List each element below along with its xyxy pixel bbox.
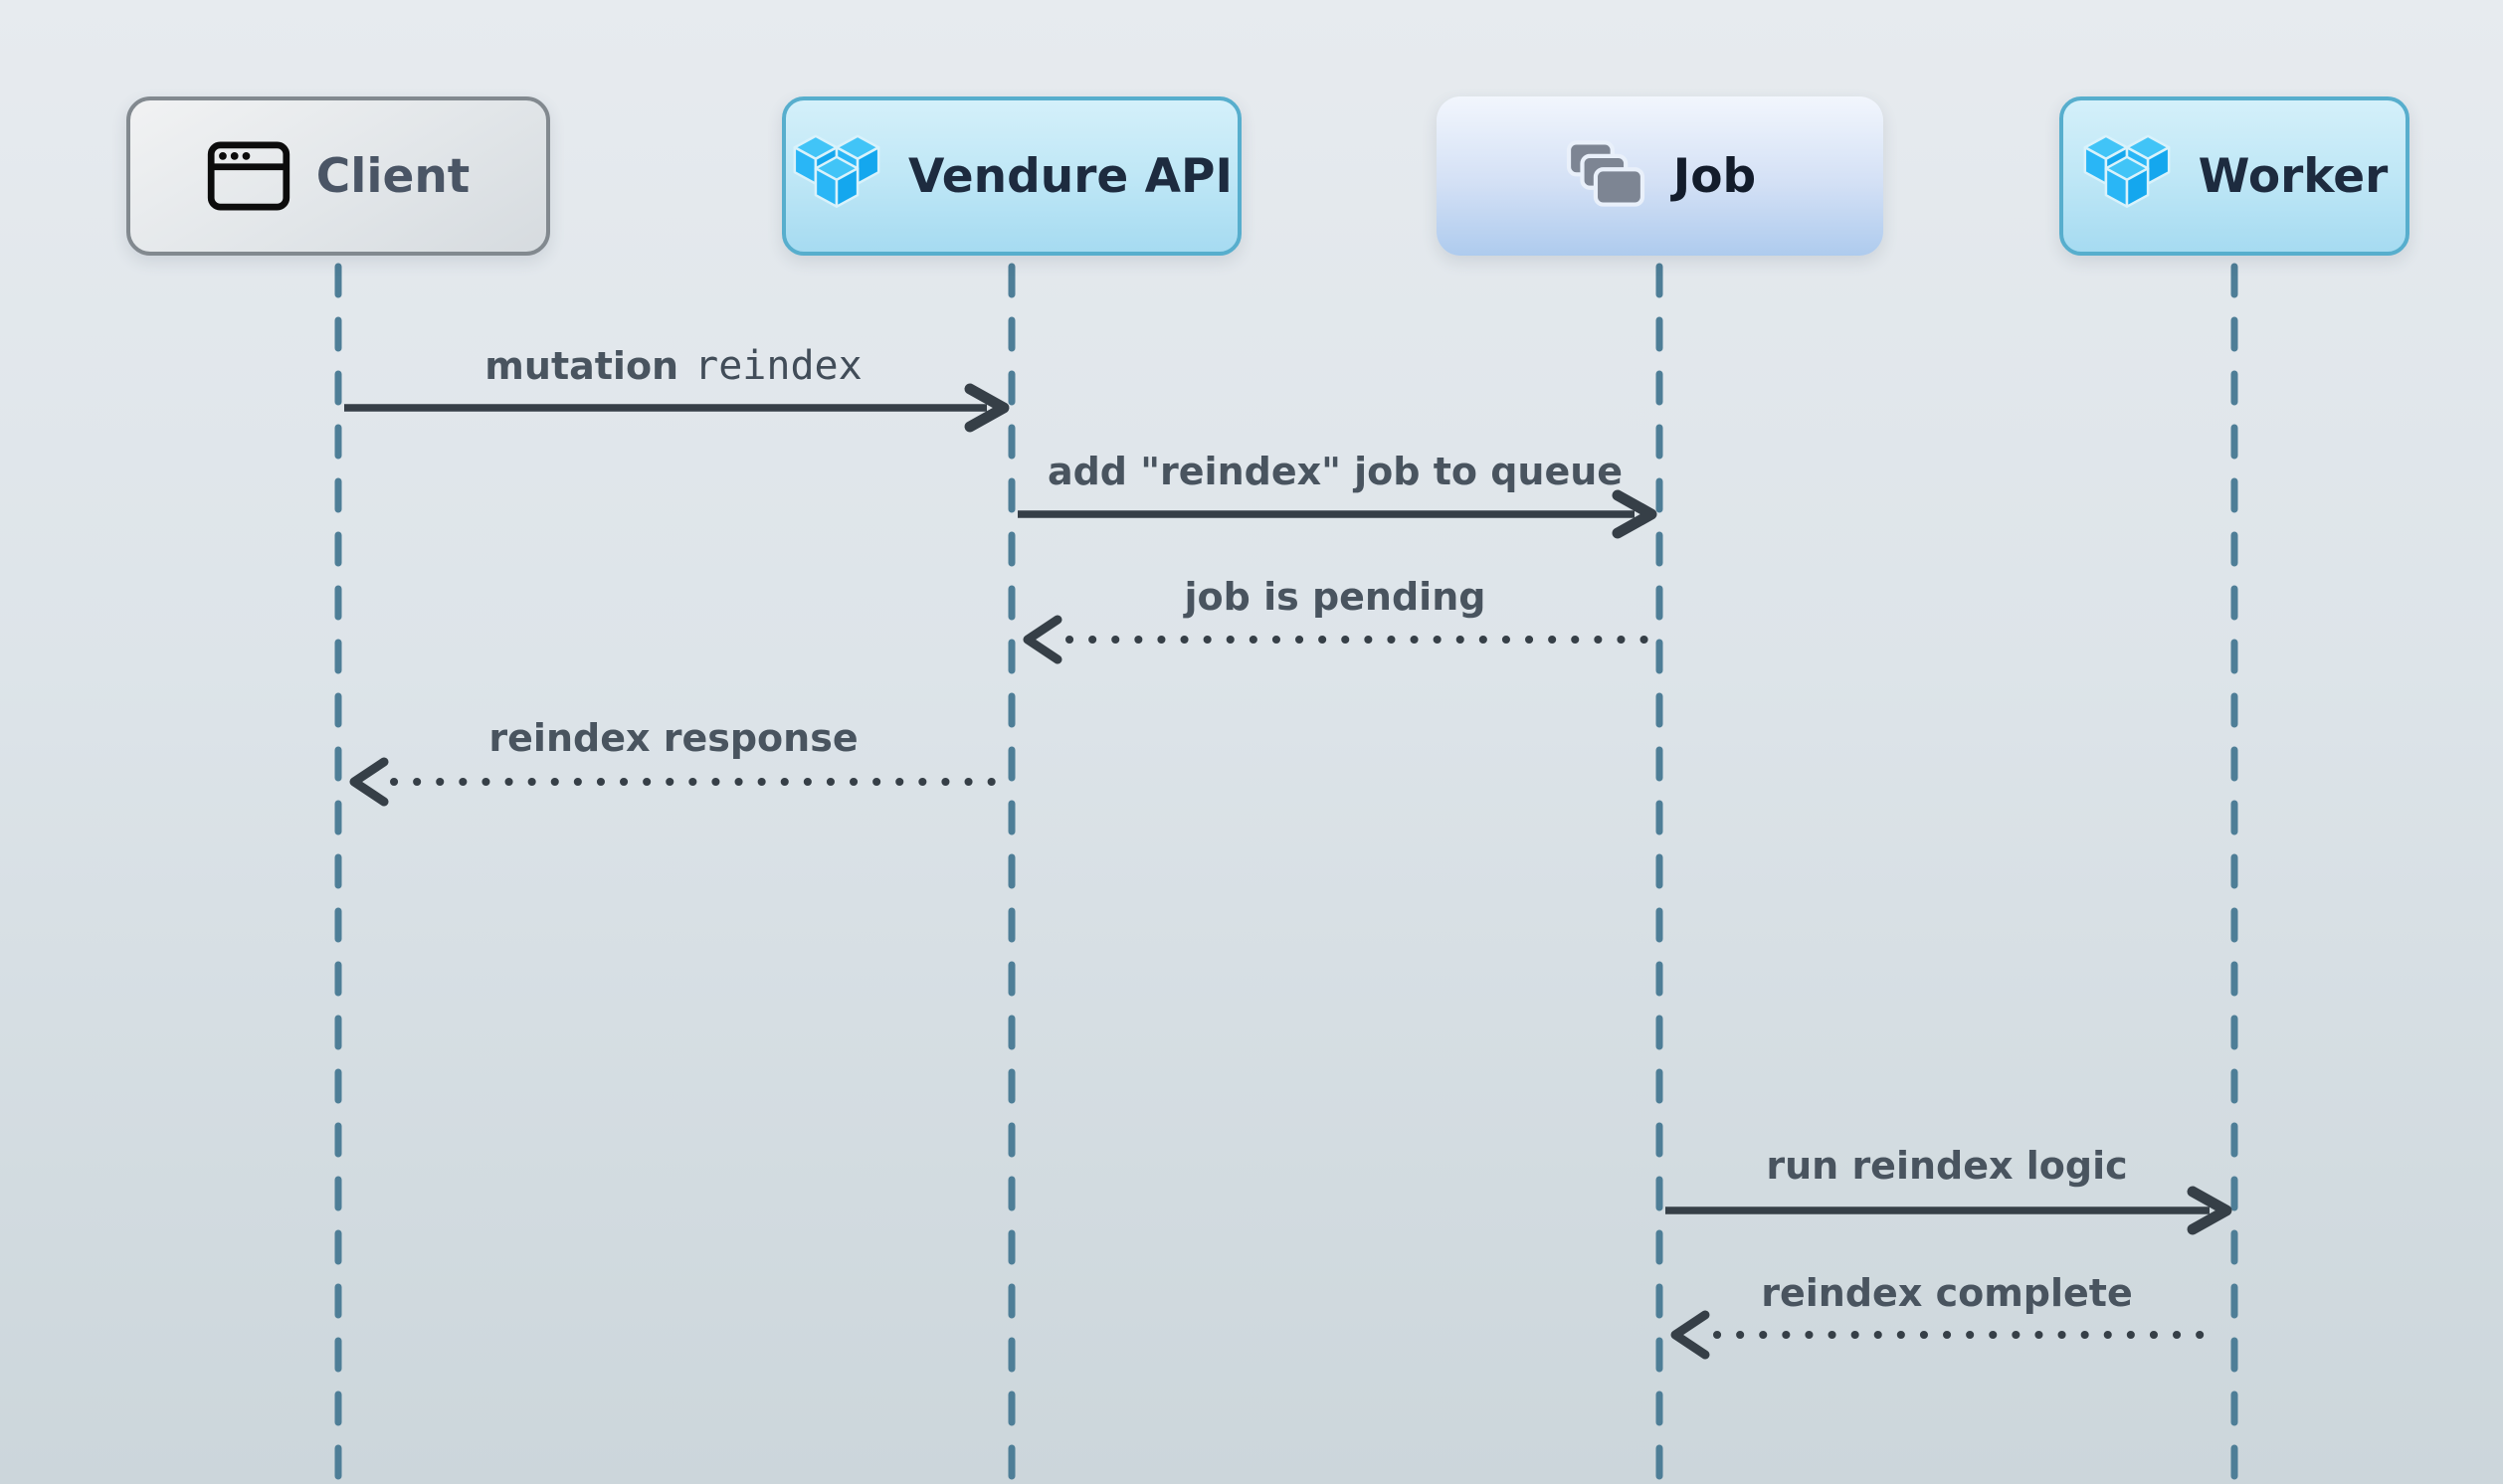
participant-label: Worker bbox=[2198, 148, 2389, 204]
browser-window-icon bbox=[207, 141, 289, 211]
message-text: run reindex logic bbox=[1766, 1144, 2128, 1188]
participant-label: Client bbox=[315, 148, 471, 204]
message-label-run-reindex-logic: run reindex logic bbox=[1766, 1144, 2127, 1190]
arrow-job-is-pending bbox=[1023, 615, 1650, 664]
arrow-mutation-reindex bbox=[344, 383, 1010, 433]
message-text: add "reindex" job to queue bbox=[1047, 450, 1624, 493]
message-label-reindex-complete: reindex complete bbox=[1761, 1271, 2132, 1317]
message-label-job-is-pending: job is pending bbox=[1185, 575, 1486, 621]
participant-label: Vendure API bbox=[908, 148, 1233, 204]
participant-worker: Worker bbox=[2059, 96, 2409, 256]
arrow-reindex-response bbox=[349, 757, 1007, 807]
message-code-text: reindex bbox=[694, 343, 863, 389]
message-label-mutation-reindex: mutation reindex bbox=[484, 342, 862, 390]
vendure-cubes-icon bbox=[793, 134, 880, 208]
participant-job: Job bbox=[1437, 96, 1883, 256]
stacked-cards-icon bbox=[1566, 140, 1644, 207]
participant-vendure-api: Vendure API bbox=[782, 96, 1242, 256]
arrow-add-reindex-job bbox=[1018, 489, 1657, 539]
participant-client: Client bbox=[126, 96, 550, 256]
message-text: reindex response bbox=[488, 716, 859, 760]
message-text: mutation bbox=[484, 344, 679, 388]
message-text: reindex complete bbox=[1761, 1271, 2133, 1315]
message-label-add-reindex-job: add "reindex" job to queue bbox=[1048, 450, 1623, 495]
arrow-run-reindex-logic bbox=[1665, 1186, 2232, 1235]
message-text: job is pending bbox=[1184, 575, 1486, 619]
participant-label: Job bbox=[1672, 148, 1757, 204]
vendure-cubes-icon bbox=[2083, 134, 2171, 208]
arrow-reindex-complete bbox=[1670, 1310, 2224, 1360]
message-label-reindex-response: reindex response bbox=[488, 716, 858, 762]
